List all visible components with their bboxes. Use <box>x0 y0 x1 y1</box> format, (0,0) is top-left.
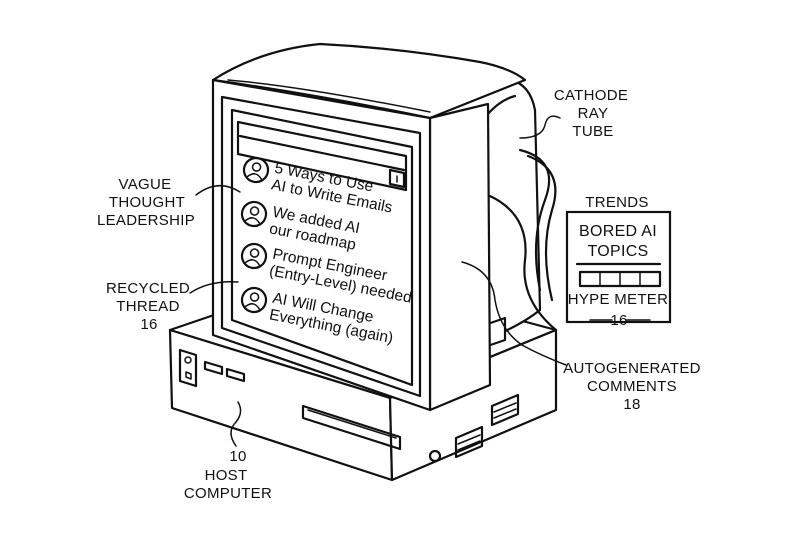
svg-text:RAY: RAY <box>578 105 609 122</box>
callout-autogen: AUTOGENERATED COMMENTS 18 <box>461 261 701 413</box>
svg-text:18: 18 <box>623 396 640 413</box>
svg-text:LEADERSHIP: LEADERSHIP <box>97 212 195 229</box>
trends-title: TRENDS <box>585 194 648 211</box>
svg-text:THOUGHT: THOUGHT <box>109 194 185 211</box>
user-icon <box>242 156 270 184</box>
callout-crt: CATHODE RAY TUBE <box>519 87 628 140</box>
hype-meter-label: HYPE METER <box>568 291 669 308</box>
svg-text:COMPUTER: COMPUTER <box>184 485 272 502</box>
svg-text:AUTOGENERATED: AUTOGENERATED <box>563 360 701 377</box>
trends-topics-line1: BORED AI <box>579 223 657 240</box>
trends-topics-line2: TOPICS <box>587 243 648 260</box>
svg-text:THREAD: THREAD <box>116 298 179 315</box>
svg-text:10: 10 <box>229 448 246 465</box>
user-icon <box>240 242 268 270</box>
hype-meter-number: 16 <box>610 312 627 329</box>
callout-recycled: RECYCLED THREAD 16 <box>106 280 239 333</box>
svg-text:RECYCLED: RECYCLED <box>106 280 190 297</box>
svg-text:CATHODE: CATHODE <box>554 87 628 104</box>
callout-vague: VAGUE THOUGHT LEADERSHIP <box>97 176 241 229</box>
svg-text:COMMENTS: COMMENTS <box>587 378 677 395</box>
trends-panel: TRENDS BORED AI TOPICS HYPE METER 16 <box>565 194 672 329</box>
hype-meter <box>578 270 662 288</box>
crt-monitor <box>211 42 558 412</box>
svg-text:HOST: HOST <box>205 467 248 484</box>
svg-text:16: 16 <box>140 316 157 333</box>
user-icon <box>240 286 268 314</box>
svg-text:VAGUE: VAGUE <box>119 176 172 193</box>
user-icon <box>240 200 268 228</box>
callout-host: 10 HOST COMPUTER <box>184 401 272 502</box>
svg-text:TUBE: TUBE <box>572 123 613 140</box>
